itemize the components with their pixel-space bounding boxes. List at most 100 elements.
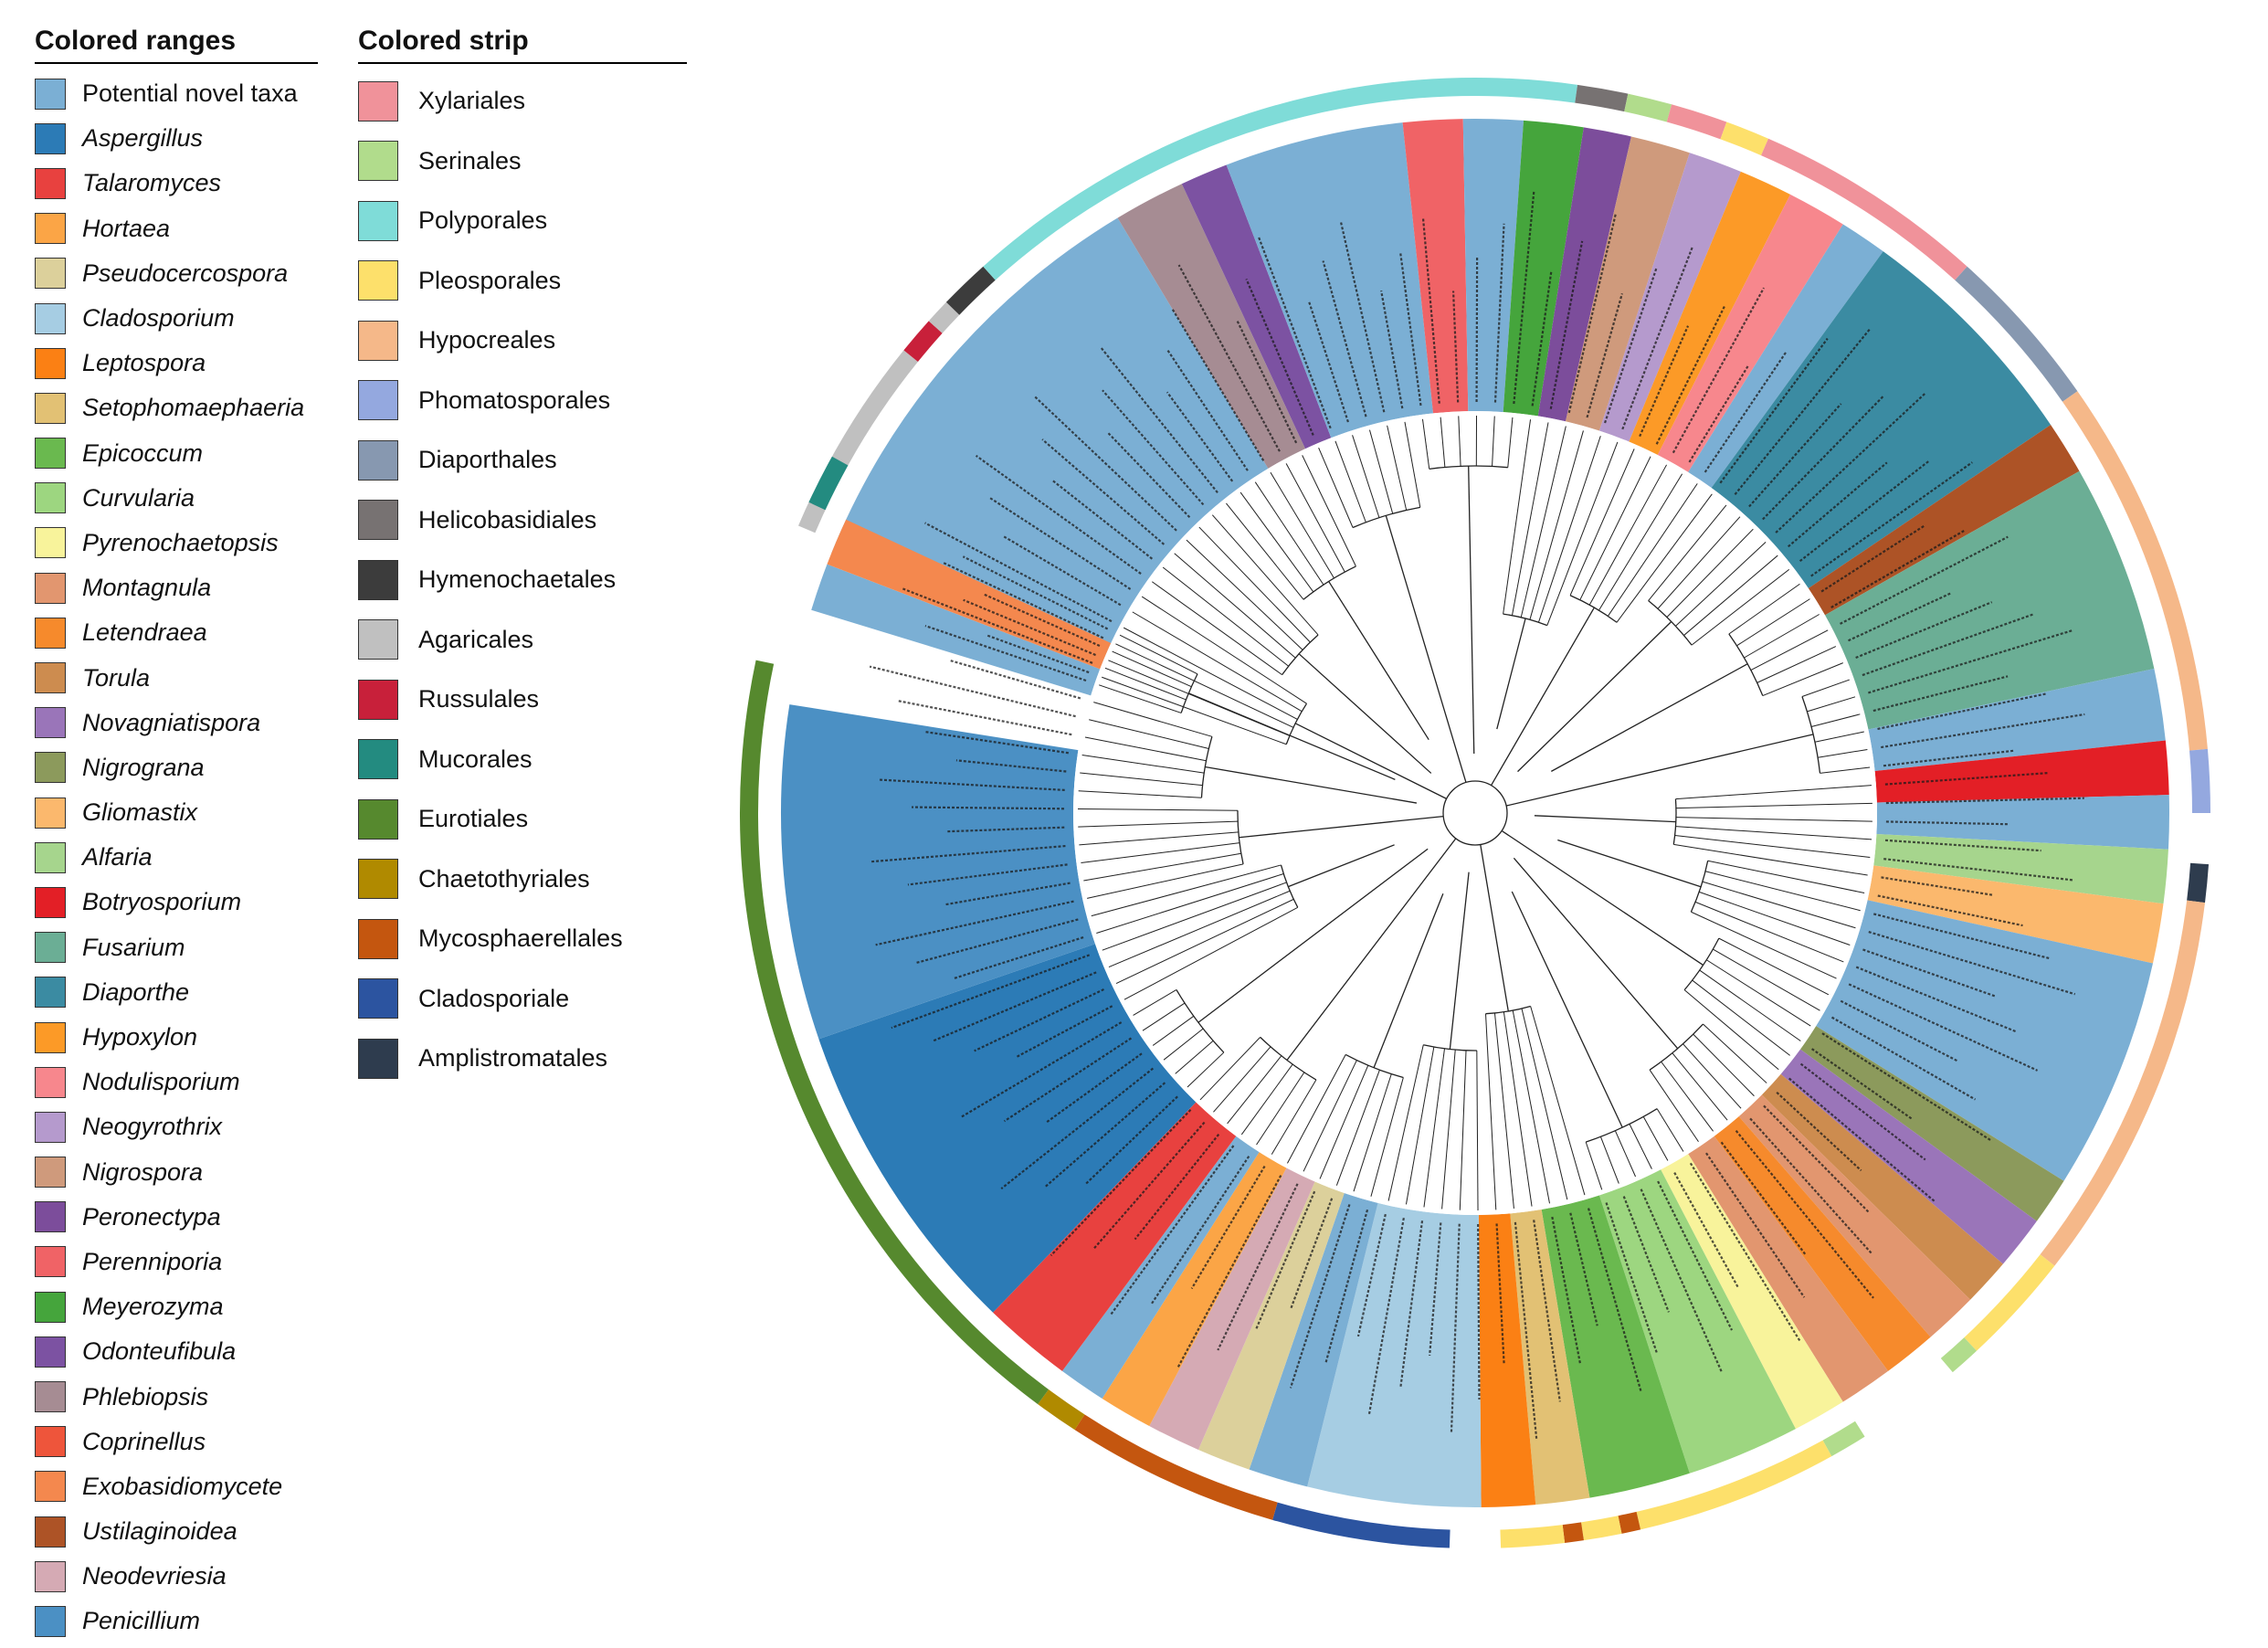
range-legend-item: Ustilaginoidea [35,1509,318,1554]
strip-segment [1624,93,1672,122]
tip-label [1883,749,2014,767]
range-color-swatch [35,1066,66,1098]
range-legend-label: Penicillium [82,1607,201,1635]
strip-legend-item: Russulales [358,670,687,730]
range-color-swatch [35,347,66,379]
range-wedge [1657,194,1843,472]
strip-legend-item: Serinales [358,132,687,192]
range-wedge [1876,795,2169,850]
strip-segment [1038,1389,1085,1431]
tip-label [1621,245,1694,430]
tip-branch [1492,416,1495,467]
tip-label [975,454,1142,575]
range-color-swatch [35,167,66,199]
tip-branch [1707,860,1865,893]
strip-legend-item: Agaricales [358,610,687,671]
tip-label [1000,1067,1155,1190]
tip-label [1622,1196,1670,1313]
range-color-swatch [35,617,66,649]
range-color-swatch [35,932,66,964]
range-color-swatch [35,1426,66,1458]
tip-branch [1087,863,1244,899]
strip-legend-label: Eurotiales [418,805,529,833]
tip-label [925,731,1069,755]
range-legend-label: Aspergillus [82,124,204,153]
tip-label [1367,1217,1405,1417]
tip-label [1015,1005,1113,1059]
tip-branch [1807,696,1856,713]
range-wedge [1102,1152,1287,1427]
tip-branch [1239,491,1314,593]
clade-stem [1513,857,1679,1050]
range-wedge [1808,425,2080,616]
tip-branch [1270,471,1334,579]
tip-label [985,634,1090,674]
clade-stem [1480,844,1509,1012]
root-arc [1442,780,1508,846]
strip-legend-label: Russulales [418,685,540,713]
tip-branch [1503,1011,1533,1207]
tip-label [962,555,1109,630]
tip-label [1885,797,2084,805]
range-legend-item: Aspergillus [35,116,318,161]
strip-legend-item: Xylariales [358,71,687,132]
range-color-swatch [35,392,66,424]
tip-branch [1096,873,1284,935]
range-wedge [818,944,1197,1313]
clade-stem [1373,893,1444,1068]
tip-label [1051,479,1154,560]
tip-label [1735,1130,1874,1299]
tip-branch [1814,731,1864,743]
range-legend-label: Montagnula [82,574,212,602]
tip-label [1549,240,1584,409]
tip-label [871,844,1066,863]
tip-label [1688,365,1749,463]
range-legend-item: Gliomastix [35,790,318,835]
tip-branch [1387,1044,1424,1201]
range-legend-label: Meyerozyma [82,1293,224,1321]
tip-label [1495,1223,1505,1366]
strip-segment [983,77,1578,280]
tip-label [1307,300,1349,423]
tip-branch [1421,418,1430,470]
tip-branch [1123,906,1298,1000]
tip-branch [1123,627,1298,720]
tip-branch [1675,541,1767,627]
tip-branch [1078,820,1239,828]
range-color-swatch [35,797,66,829]
range-wedge [1510,1209,1590,1505]
tip-branch [1588,464,1668,606]
tip-branch [1441,1050,1456,1210]
tip-branch [1081,754,1205,774]
tip-label [1493,223,1505,403]
tip-label [944,882,1071,906]
range-legend-item: Meyerozyma [35,1284,318,1329]
range-legend-item: Phlebiopsis [35,1374,318,1419]
tip-label [974,988,1104,1052]
tip-label [1451,291,1460,403]
clade-stem [1511,891,1623,1128]
strip-legend-label: Diaporthales [418,446,557,474]
tip-label [1569,1212,1598,1326]
strip-segment [1761,138,1967,280]
range-color-swatch [35,302,66,334]
tip-branch [1369,429,1394,514]
tip-branch [1820,766,1871,774]
strip-legend-label: Hypocreales [418,326,556,354]
clade-stem [1288,844,1395,888]
strip-segment [1074,1414,1278,1520]
strip-color-swatch [358,500,398,541]
tip-label [1043,1082,1166,1188]
range-legend-item: Fusarium [35,925,318,970]
tip-branch [1102,882,1287,951]
range-legend-item: Coprinellus [35,1420,318,1464]
tip-label [1862,948,1996,998]
tip-branch [1186,539,1303,650]
strip-color-swatch [358,619,398,660]
tip-branch [1404,421,1421,508]
range-legend-label: Novagniatispora [82,708,261,736]
tip-label [1586,293,1623,418]
tip-label [912,806,1065,810]
range-color-swatch [35,1605,66,1637]
